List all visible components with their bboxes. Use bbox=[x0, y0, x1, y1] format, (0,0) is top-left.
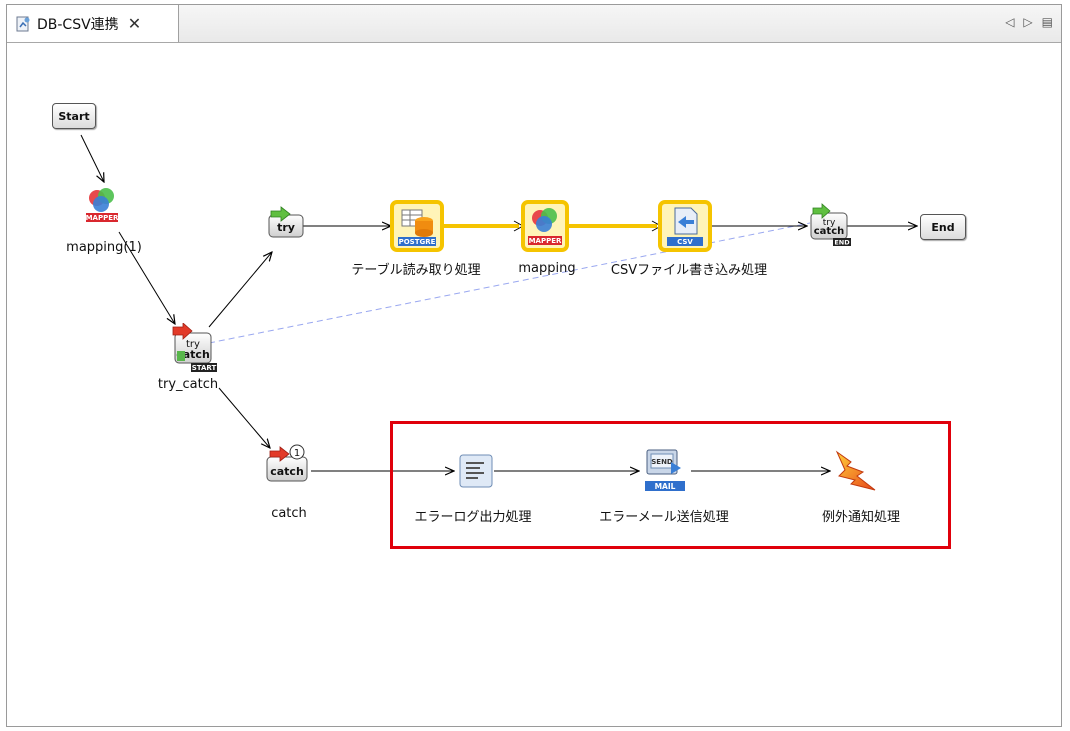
csv-file-icon: CSV bbox=[658, 200, 712, 252]
svg-text:catch: catch bbox=[270, 465, 304, 478]
exception-notify-node[interactable] bbox=[833, 448, 879, 494]
svg-text:MAIL: MAIL bbox=[655, 482, 676, 491]
flow-file-icon bbox=[16, 16, 30, 31]
exception-notify-label: 例外通知処理 bbox=[821, 510, 901, 525]
svg-text:1: 1 bbox=[294, 448, 300, 459]
svg-text:try: try bbox=[277, 221, 295, 234]
error-mail-label: エラーメール送信処理 bbox=[599, 510, 729, 525]
try-node[interactable]: try bbox=[267, 205, 305, 241]
catch-icon: 1 catch bbox=[266, 444, 308, 482]
table-read-label: テーブル読み取り処理 bbox=[351, 263, 481, 278]
previous-tab-icon[interactable]: ◁ bbox=[1005, 15, 1015, 29]
next-tab-icon[interactable]: ▷ bbox=[1023, 15, 1033, 29]
log-output-icon bbox=[459, 454, 493, 488]
svg-text:MAPPER: MAPPER bbox=[529, 237, 562, 245]
table-read-node[interactable]: POSTGRE bbox=[390, 200, 444, 252]
try-catch-label: try_catch bbox=[157, 377, 219, 392]
try-catch-node[interactable]: try catch START bbox=[167, 322, 219, 373]
svg-text:START: START bbox=[192, 364, 217, 372]
link-trycatch-try bbox=[208, 252, 272, 328]
link-trycatch-catch bbox=[218, 387, 270, 448]
mapping1-node[interactable]: MAPPER bbox=[85, 183, 119, 229]
error-mail-node[interactable]: SEND MAIL bbox=[641, 448, 689, 494]
svg-text:POSTGRE: POSTGRE bbox=[399, 238, 436, 246]
mapping-node[interactable]: MAPPER bbox=[521, 200, 569, 252]
mapping1-label: mapping(1) bbox=[66, 240, 142, 255]
catch-label: catch bbox=[271, 506, 307, 521]
error-log-label: エラーログ出力処理 bbox=[414, 510, 532, 525]
start-node[interactable]: Start bbox=[52, 103, 96, 129]
csv-write-label: CSVファイル書き込み処理 bbox=[610, 263, 768, 278]
try-icon: try bbox=[268, 206, 304, 238]
mapper-icon: MAPPER bbox=[86, 188, 119, 222]
svg-text:try: try bbox=[186, 339, 200, 350]
svg-text:catch: catch bbox=[814, 226, 845, 237]
csv-write-node[interactable]: CSV bbox=[658, 200, 712, 252]
tab-bar: DB-CSV連携 ✕ ◁ ▷ ▤ bbox=[7, 5, 1061, 43]
link-mapping1-trycatch bbox=[118, 231, 175, 324]
link-start-mapping1 bbox=[80, 134, 104, 182]
svg-text:CSV: CSV bbox=[677, 238, 693, 246]
try-catch-end-icon: try catch END bbox=[810, 203, 851, 247]
error-log-node[interactable] bbox=[458, 453, 494, 489]
svg-text:try: try bbox=[823, 218, 836, 228]
close-icon[interactable]: ✕ bbox=[127, 14, 142, 33]
svg-text:SEND: SEND bbox=[651, 458, 673, 466]
tab-title: DB-CSV連携 bbox=[37, 16, 119, 33]
try-catch-start-icon: try catch START bbox=[172, 322, 217, 372]
tab-list-menu-icon[interactable]: ▤ bbox=[1041, 15, 1053, 29]
exception-bolt-icon bbox=[835, 450, 876, 491]
postgres-table-icon: POSTGRE bbox=[390, 200, 444, 252]
try-catch-end-node[interactable]: try catch END bbox=[807, 203, 853, 247]
flow-editor-window: DB-CSV連携 ✕ ◁ ▷ ▤ bbox=[6, 4, 1062, 727]
tab-db-csv[interactable]: DB-CSV連携 ✕ bbox=[7, 5, 179, 42]
flow-canvas[interactable]: Start MAPPER mapping(1) try catch S bbox=[7, 43, 1061, 726]
mapping-label: mapping bbox=[518, 261, 576, 276]
send-mail-icon: SEND MAIL bbox=[645, 449, 685, 491]
mapper-icon: MAPPER bbox=[521, 200, 569, 252]
catch-node[interactable]: 1 catch bbox=[264, 443, 312, 485]
error-handling-highlight-box bbox=[390, 421, 951, 549]
end-node[interactable]: End bbox=[920, 214, 966, 240]
tab-controls: ◁ ▷ ▤ bbox=[1005, 15, 1053, 29]
svg-text:END: END bbox=[834, 239, 850, 247]
svg-text:MAPPER: MAPPER bbox=[86, 214, 119, 222]
